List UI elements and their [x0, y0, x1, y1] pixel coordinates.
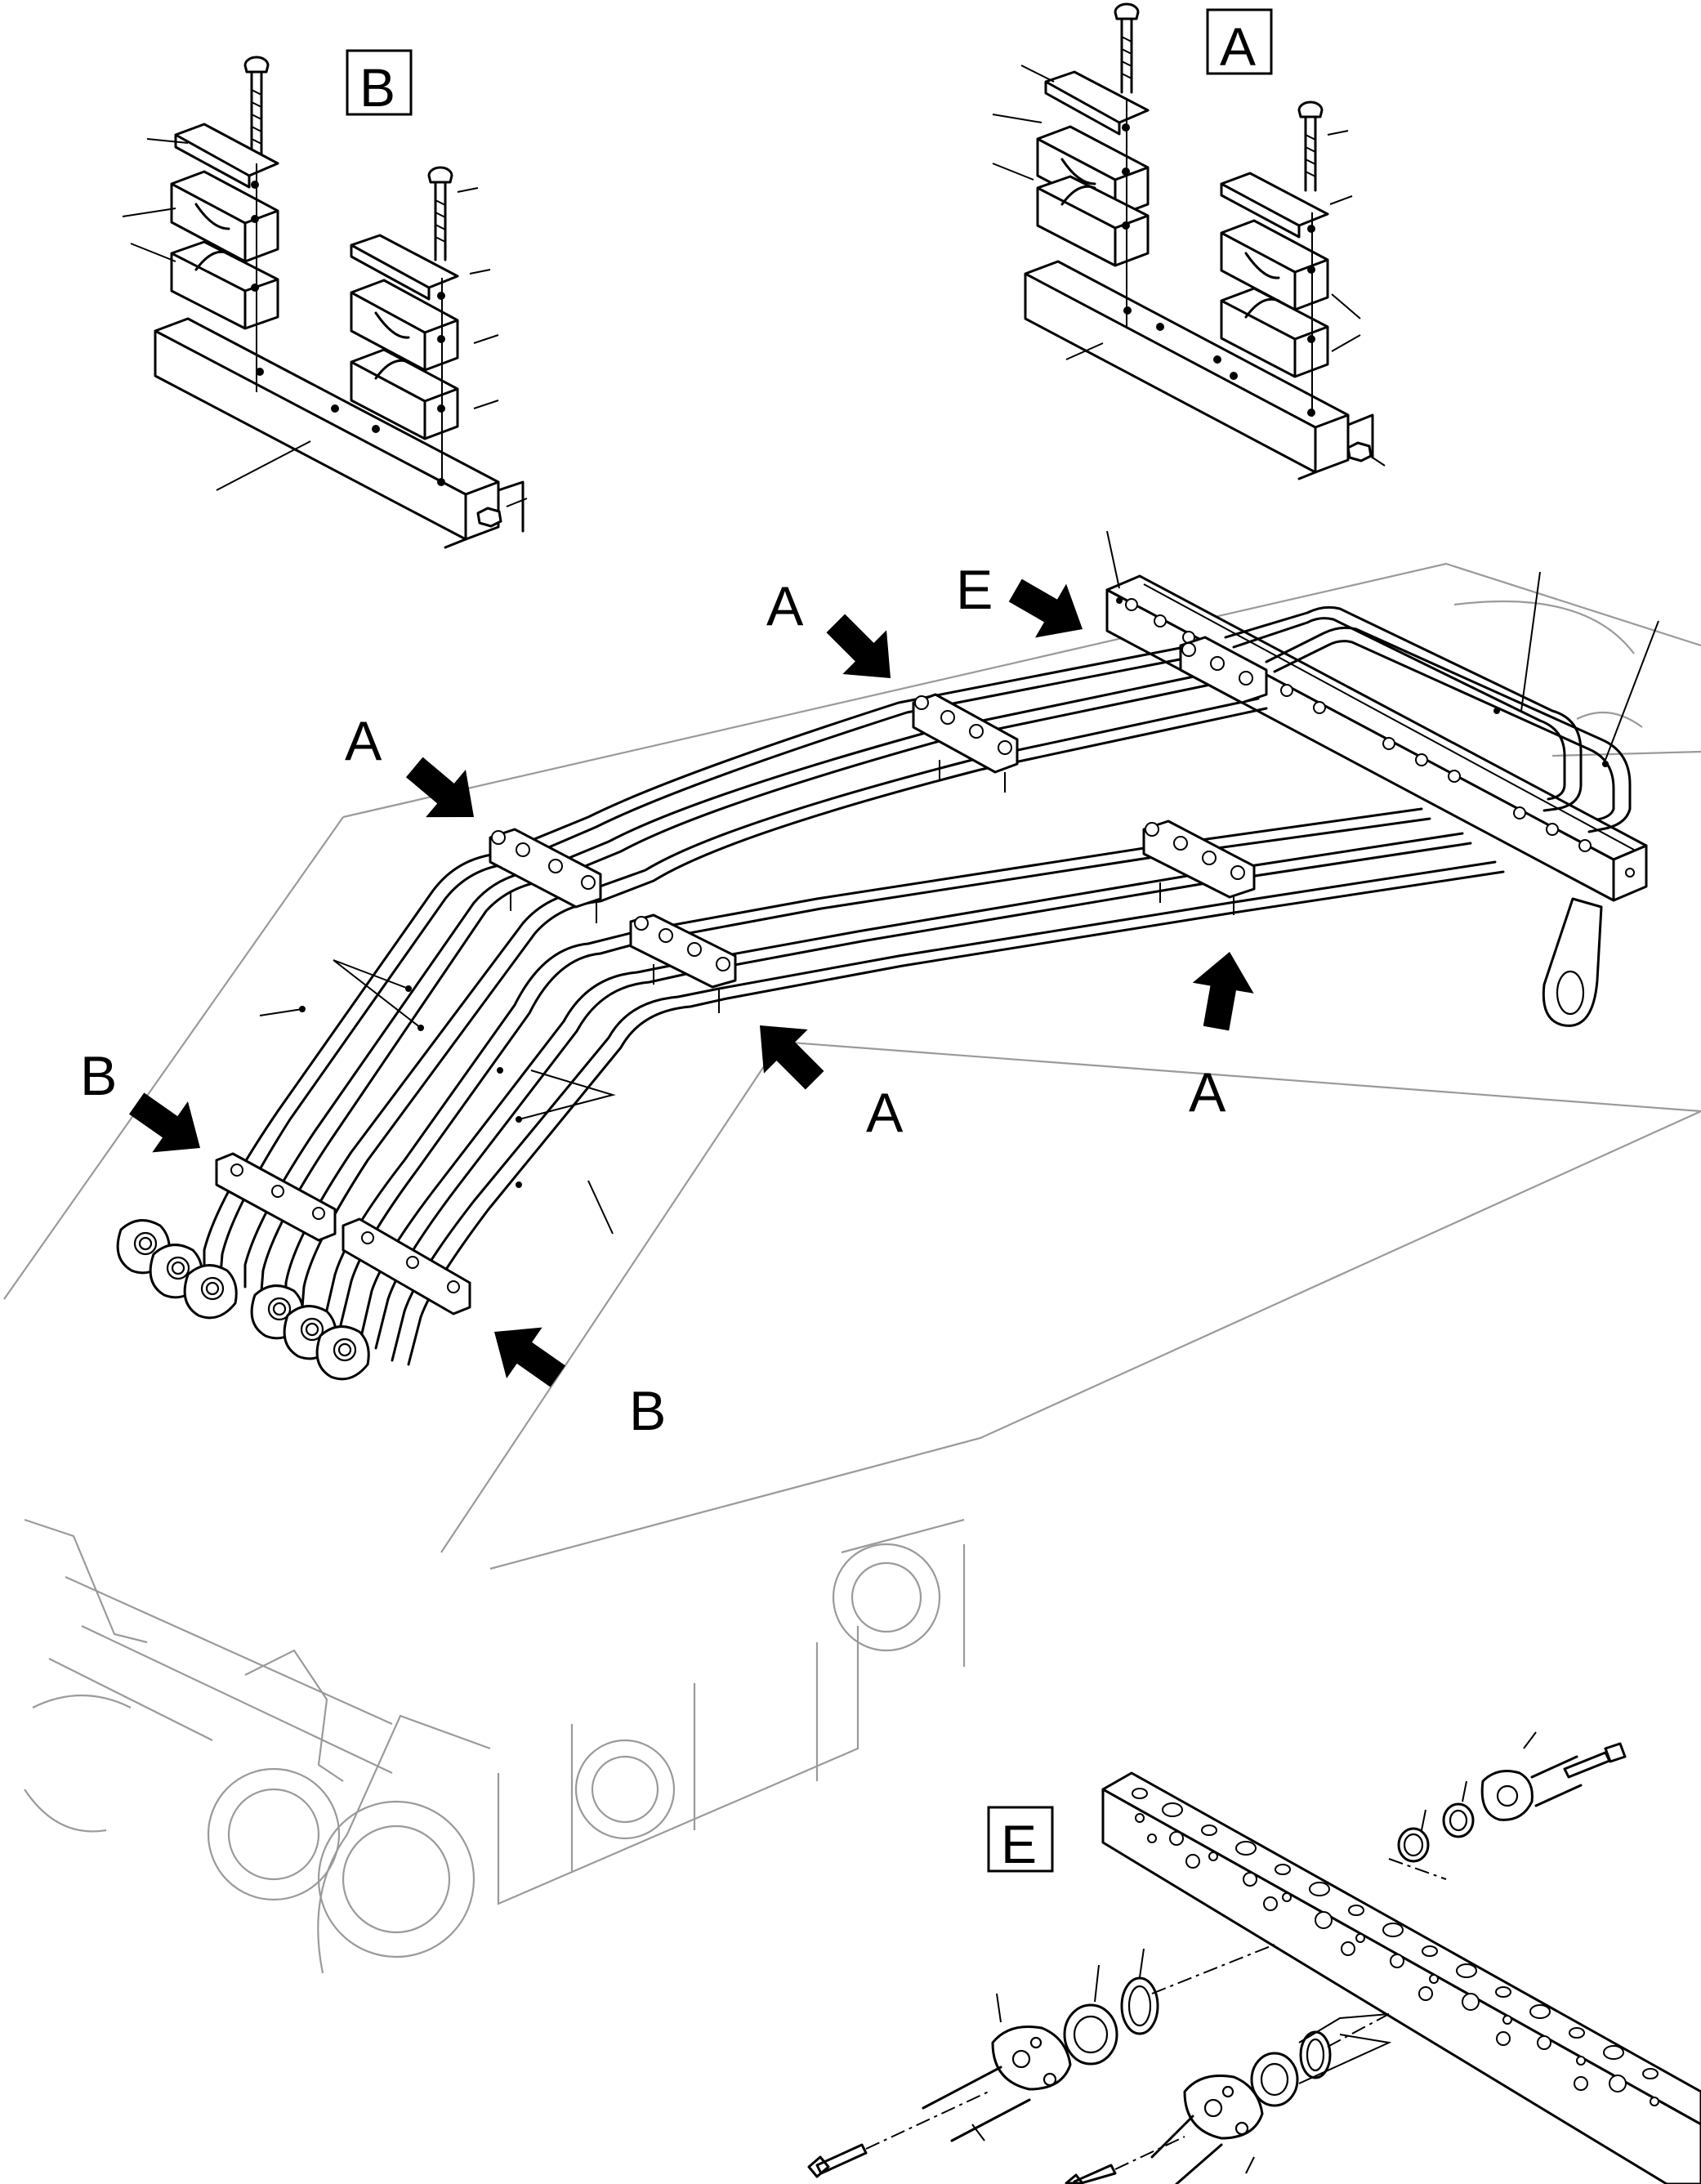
bolt-icon	[807, 2143, 868, 2178]
clamp-base-bar	[154, 317, 500, 541]
callout-b-left: B	[80, 1045, 117, 1107]
hex-nut-icon	[1346, 441, 1373, 462]
line-clamps	[215, 636, 1268, 1315]
flange-fitting	[315, 1325, 370, 1381]
flange-fitting	[1183, 2074, 1264, 2140]
detail-a-label: A	[1220, 16, 1256, 77]
arrow-icon	[405, 757, 474, 818]
clamp-half-lower	[170, 240, 279, 330]
callout-arrows	[129, 578, 1254, 1387]
detail-e-label: E	[1001, 1814, 1037, 1874]
callout-b-lower: B	[629, 1380, 666, 1442]
detail-b-label: B	[359, 57, 395, 118]
detail-a-box	[1206, 8, 1273, 75]
detail-b-clamp-assembly: B	[122, 49, 528, 549]
pivot-boss	[832, 1543, 941, 1652]
bolt-icon	[427, 166, 453, 261]
arrow-icon	[129, 1092, 200, 1153]
callout-a-upper-left: A	[345, 710, 382, 772]
arrow-icon	[494, 1327, 565, 1387]
pivot-boss	[574, 1739, 676, 1840]
arrow-icon	[826, 614, 891, 678]
clamp-half-upper	[170, 170, 279, 263]
pivot-boss	[207, 1767, 341, 1901]
bolt-icon	[1563, 1742, 1627, 1779]
bolt-icon	[1114, 2, 1140, 94]
hex-nut-icon	[476, 507, 502, 528]
callout-e: E	[956, 559, 993, 621]
clamp-plate	[1220, 172, 1329, 239]
clamp-base-bar	[1024, 260, 1350, 474]
leader-lines	[259, 530, 1659, 1235]
pivot-boss	[317, 1800, 475, 1958]
pipe-flange-ends	[116, 1219, 370, 1381]
flange-fitting	[183, 1264, 238, 1320]
boom-body	[3, 562, 1701, 1974]
arrow-icon	[760, 1025, 824, 1090]
detail-e-box	[987, 1806, 1054, 1873]
arrow-icon	[1192, 952, 1254, 1031]
detail-e-distribution-block: E	[807, 1731, 1701, 2184]
clamp-plate	[350, 234, 459, 301]
detail-b-box	[346, 49, 413, 116]
bolt-icon	[1065, 2164, 1117, 2184]
arrow-icon	[1008, 578, 1083, 638]
detail-a-clamp-assembly: A	[992, 2, 1386, 480]
bolt-icon	[243, 56, 270, 163]
clamp-plate	[1044, 70, 1150, 136]
callout-a-middle: A	[866, 1082, 904, 1144]
callout-a-upper-right: A	[766, 575, 804, 637]
callout-a-right: A	[1189, 1061, 1226, 1123]
flange-fitting	[991, 2025, 1072, 2091]
bolt-icon	[1297, 100, 1324, 192]
